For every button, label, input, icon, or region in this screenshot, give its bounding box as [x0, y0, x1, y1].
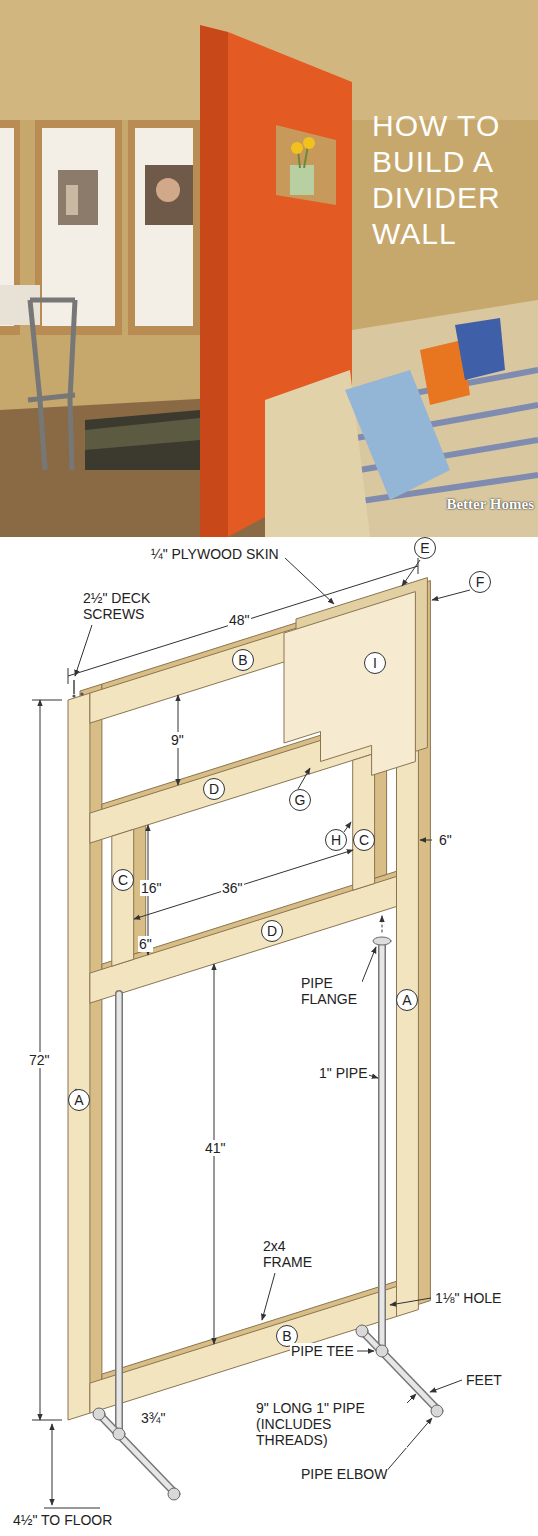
leader-lines: [32, 558, 470, 1508]
callout-letter: C: [118, 872, 128, 888]
callout-letter: B: [238, 652, 247, 668]
part-label: PIPE TEE: [290, 1343, 355, 1359]
callout-letter: E: [420, 540, 429, 556]
part-label: 1" PIPE: [318, 1065, 369, 1081]
pipes: [93, 916, 443, 1500]
dimension: 3¾": [140, 1410, 166, 1426]
callout-circle: H: [325, 829, 347, 851]
callout-letter: C: [359, 832, 369, 848]
part-label: 2x4 FRAME: [262, 1238, 314, 1270]
callout-letter: D: [209, 781, 219, 797]
dimension: 6": [138, 936, 153, 952]
callout-letter: A: [74, 1092, 83, 1108]
dimension: 4½" TO FLOOR: [12, 1512, 113, 1528]
dimension: 16": [140, 880, 163, 896]
callout-letter: I: [373, 655, 377, 671]
watermark: Better Homes: [446, 496, 534, 513]
callout-circle: C: [112, 869, 134, 891]
dimension: 48": [228, 612, 251, 628]
part-label: ¼" PLYWOOD SKIN: [150, 546, 280, 562]
callout-letter: A: [402, 992, 411, 1008]
callout-letter: F: [476, 574, 485, 590]
callout-letter: G: [295, 792, 306, 808]
plywood-skin: [284, 578, 427, 803]
part-label: PIPE ELBOW: [300, 1466, 388, 1482]
callout-circle: G: [289, 789, 311, 811]
part-label: 9" LONG 1" PIPE (INCLUDES THREADS): [255, 1400, 407, 1448]
callout-letter: D: [267, 923, 277, 939]
dimension: 41": [204, 1140, 227, 1156]
part-label: 2½" DECK SCREWS: [82, 590, 162, 622]
callout-circle: B: [232, 649, 254, 671]
callout-circle: F: [469, 571, 491, 593]
callout-circle: C: [353, 829, 375, 851]
callout-circle: I: [364, 652, 386, 674]
dimension: 72": [28, 1052, 51, 1068]
part-label: PIPE FLANGE: [300, 975, 362, 1007]
dimension: 36": [221, 880, 244, 896]
callout-circle: A: [68, 1089, 90, 1111]
callout-circle: E: [414, 537, 436, 559]
callout-letter: H: [331, 832, 341, 848]
callout-circle: A: [396, 989, 418, 1011]
callout-letter: B: [282, 1328, 291, 1344]
room-photo: [0, 0, 538, 537]
title: HOW TO BUILD A DIVIDER WALL: [372, 108, 532, 252]
callout-circle: D: [203, 778, 225, 800]
dimension: 9": [170, 732, 185, 748]
part-label: FEET: [465, 1372, 503, 1388]
callout-circle: D: [261, 920, 283, 942]
dimension: 6": [438, 832, 453, 848]
part-label: 1⅛" HOLE: [434, 1290, 502, 1306]
